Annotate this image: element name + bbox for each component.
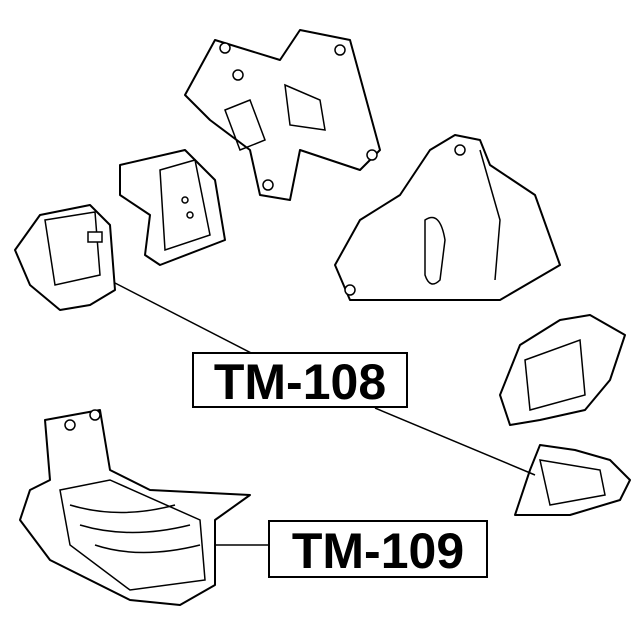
- part-label-tm108: TM-108: [192, 352, 408, 408]
- mount-large-tm109: [19, 409, 251, 606]
- bracket-right: [334, 134, 561, 301]
- mount-block-center: [119, 149, 226, 266]
- leader-line-tm108-right: [374, 407, 536, 476]
- mount-left-tm108: [14, 204, 116, 311]
- leader-line-tm108-left: [114, 282, 256, 356]
- bracket-top: [184, 29, 381, 201]
- mount-right-lower: [514, 444, 631, 516]
- mount-right-upper: [499, 314, 626, 426]
- part-label-tm109: TM-109: [268, 520, 488, 578]
